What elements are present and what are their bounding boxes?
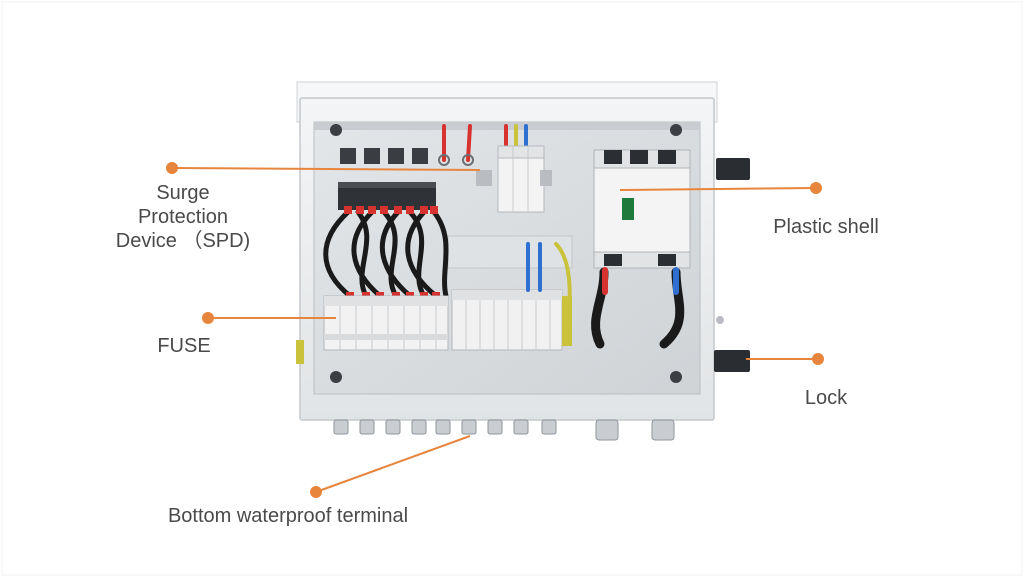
molded-case-breaker: [593, 149, 691, 269]
leader-lines: [166, 162, 824, 498]
fuse-holders: [323, 295, 449, 351]
callout-spd-line-3: Device （SPD): [115, 230, 251, 252]
door-lock: [714, 158, 750, 372]
callout-spd: Surge Protection Device （SPD): [104, 181, 262, 253]
spd-module: [476, 145, 552, 213]
leader-dot-bottom-terminal: [310, 486, 322, 498]
callout-spd-line-2: Protection: [137, 206, 229, 228]
cable-glands: [333, 419, 675, 441]
ring-terminal: [438, 154, 450, 166]
callout-spd-line-1: Surge: [156, 182, 210, 204]
leader-dot-spd: [166, 162, 178, 174]
callout-fuse: FUSE: [157, 335, 211, 357]
leader-dot-plastic-shell: [810, 182, 822, 194]
callout-plastic-shell: Plastic shell: [773, 216, 879, 238]
leader-dot-fuse: [202, 312, 214, 324]
upper-terminal-blocks: [338, 148, 436, 210]
leader-dot-lock: [812, 353, 824, 365]
callout-bottom-terminal: Bottom waterproof terminal: [167, 505, 409, 527]
ring-terminal: [462, 154, 474, 166]
leader-line-bottom-terminal: [315, 435, 471, 493]
breaker-cable-sleeves: [602, 267, 679, 295]
leader-line-plastic-shell: [619, 187, 817, 191]
leader-line-spd: [171, 167, 481, 171]
terminal-blocks: [451, 289, 572, 351]
ac-wires: [526, 242, 572, 332]
callout-lock: Lock: [804, 387, 848, 409]
string-cables: [323, 209, 449, 299]
ground-wire: [296, 340, 304, 364]
